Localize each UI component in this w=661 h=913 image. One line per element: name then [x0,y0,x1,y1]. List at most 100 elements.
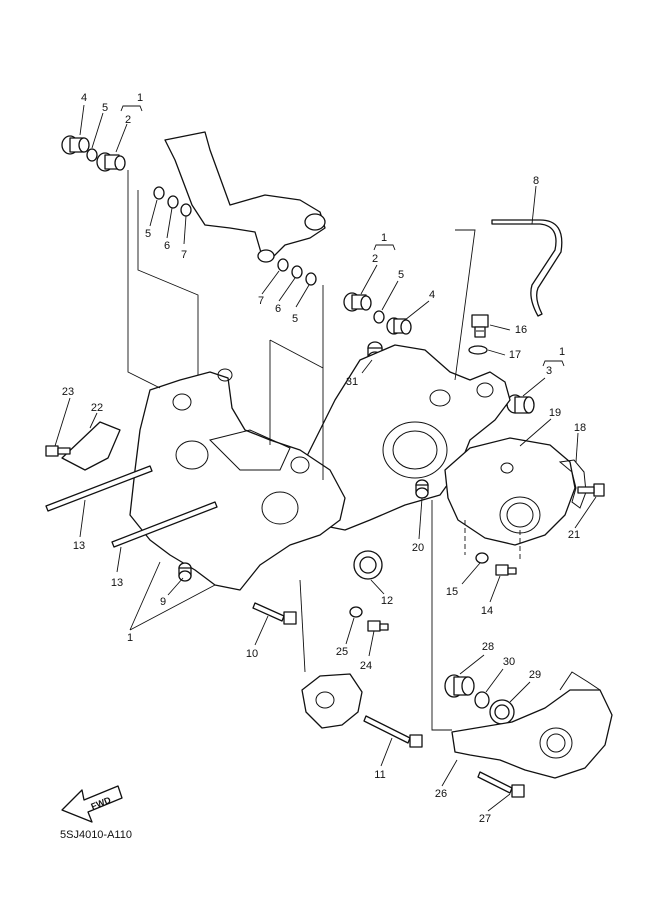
callout-4: 4 [429,289,435,301]
callout-19: 19 [549,407,561,419]
bracket-boss [304,213,326,231]
mount-bracket-arm [559,671,601,691]
bushing-2-left [96,152,126,172]
callout-6: 6 [275,303,281,315]
callout-12: 12 [381,595,393,607]
callout-16: 16 [515,324,527,336]
washer-6-mid [291,265,303,279]
mount-bracket-bore-inner [546,733,566,753]
callout-10: 10 [246,648,258,660]
callout-9: 9 [160,596,166,608]
callout-30: 30 [503,656,515,668]
gasket-18 [558,459,587,509]
callout-14: 14 [481,605,493,617]
callout-7: 7 [181,249,187,261]
callout-24: 24 [360,660,372,672]
callout-27: 27 [479,813,491,825]
breather-hose-8 [491,219,563,317]
collar-4-right [386,317,412,335]
crankcase-left-boss [172,393,192,411]
dowel-9 [178,562,192,582]
callout-2: 2 [372,253,378,265]
circlip-7-upper [180,203,192,217]
bracket-end [257,249,275,263]
callout-5: 5 [102,102,108,114]
bolt-14 [495,564,517,576]
leader-lines [54,104,597,812]
cover-19-hole [500,462,514,474]
circlip-7-mid [277,258,289,272]
collar-3 [506,394,535,414]
bolt-21 [577,483,605,497]
crankcase-left-bore-2 [261,491,299,525]
callout-23: 23 [62,386,74,398]
bolt-11 [363,715,423,748]
guard-22 [61,421,121,471]
oring-5-left [86,148,98,162]
callout-31: 31 [346,376,358,388]
callout-1: 1 [127,632,133,644]
callout-22: 22 [91,402,103,414]
callout-5: 5 [292,313,298,325]
callout-17: 17 [509,349,521,361]
washer-15 [475,552,489,564]
bushing-28 [444,674,475,698]
crankcase-left [129,371,346,591]
washer-6-upper [167,195,179,209]
callout-15: 15 [446,586,458,598]
crankcase-right-boss-2 [476,382,494,398]
callout-18: 18 [574,422,586,434]
bolt-27 [477,771,525,798]
bolt-10 [252,602,297,625]
callout-8: 8 [533,175,539,187]
oring-5-right [373,310,385,324]
callout-4: 4 [81,92,87,104]
callout-25: 25 [336,646,348,658]
crankcase-left-boss-3 [217,368,233,382]
crankcase-left-web [209,429,291,471]
crankcase-cover-19 [444,437,576,546]
engine-mount-bracket [451,689,613,779]
callout-3: 3 [546,365,552,377]
circlip-30 [474,691,490,709]
callout-21: 21 [568,529,580,541]
fwd-arrow: FWD [61,785,123,823]
callout-26: 26 [435,788,447,800]
callout-13: 13 [111,577,123,589]
crankcase-right-inner-bore [392,430,438,470]
bolt-23 [45,445,71,457]
callout-20: 20 [412,542,424,554]
callout-5: 5 [145,228,151,240]
stud-bolt-13-upper [45,465,153,512]
crankcase-right-bore [382,421,448,479]
washer-25 [349,606,363,618]
oil-seal-12 [353,550,383,580]
diagram-code: 5SJ4010-A110 [60,829,132,841]
oring-17 [468,345,488,355]
callout-5: 5 [398,269,404,281]
lower-bracket-boss [315,691,335,709]
callout-1: 1 [559,346,565,358]
callout-11: 11 [374,769,385,781]
collar-4-left [61,135,90,155]
plug-16 [471,314,489,338]
callout-1: 1 [137,92,143,104]
callout-29: 29 [529,669,541,681]
lower-bracket [301,673,363,729]
crankcase-left-bore [175,440,209,470]
dowel-20 [415,479,429,499]
callout-labels: 1 4 5 2 5 6 7 7 6 5 1 2 5 4 8 16 17 1 3 … [62,92,586,825]
callout-1: 1 [381,232,387,244]
cover-19-boss-inner [506,502,534,528]
oring-5-upper [153,186,165,200]
oring-5-mid [305,272,317,286]
crankcase-right-boss [429,389,451,407]
callout-28: 28 [482,641,494,653]
bushing-2-right [343,292,372,312]
callout-6: 6 [164,240,170,252]
callout-7: 7 [258,295,264,307]
stud-bolt-13-lower [111,501,218,548]
engine-bracket [164,131,326,259]
bearing-29 [489,699,515,725]
